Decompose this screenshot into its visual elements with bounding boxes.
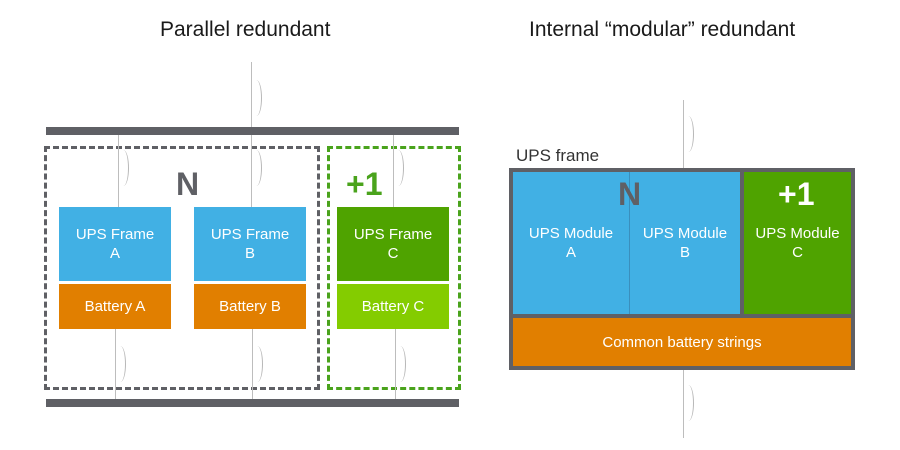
modular-n-label: N xyxy=(618,176,642,212)
n-group-boundary xyxy=(44,146,320,390)
ups-module-c-id: C xyxy=(792,244,803,261)
unit-b-output-breaker-icon xyxy=(252,346,263,382)
n-label: N xyxy=(176,166,200,202)
parallel-redundant-title: Parallel redundant xyxy=(160,18,331,41)
output-bus xyxy=(46,399,459,407)
ups-module-a-id: A xyxy=(565,244,576,261)
ups-module-b-id: B xyxy=(679,244,690,261)
modular-redundant-title: Internal “modular” redundant xyxy=(529,18,796,41)
unit-b-input-breaker-icon xyxy=(251,150,262,186)
ups-module-a-label: UPS Module xyxy=(528,225,614,242)
plus-one-label: +1 xyxy=(346,166,383,202)
common-battery-strings: Common battery strings xyxy=(513,318,851,366)
unit-a-output-breaker-icon xyxy=(115,346,126,382)
battery-c: Battery C xyxy=(337,284,449,329)
input-bus xyxy=(46,127,459,135)
battery-b: Battery B xyxy=(194,284,306,329)
ups-frame-a-label: UPS Frame xyxy=(75,226,155,243)
ups-module-c-label: UPS Module xyxy=(755,225,840,242)
n-modules-area xyxy=(513,172,740,314)
plus-one-group-boundary xyxy=(327,146,461,390)
ups-module-b-label: UPS Module xyxy=(642,225,728,242)
module-divider xyxy=(629,172,630,314)
plus-one-module-area xyxy=(744,172,851,314)
battery-a: Battery A xyxy=(59,284,171,329)
modular-plus-one-label: +1 xyxy=(778,176,815,212)
unit-c-output-breaker-icon xyxy=(395,346,406,382)
unit-a-input-breaker-icon xyxy=(118,150,129,186)
ups-frame-a-id: A xyxy=(109,245,120,262)
input-breaker-icon xyxy=(251,80,262,116)
modular-input-breaker-icon xyxy=(683,116,694,152)
ups-frame-b-id: B xyxy=(244,245,255,262)
modular-output-breaker-icon xyxy=(683,385,694,421)
ups-frame-label: UPS frame xyxy=(516,146,600,165)
ups-frame-b-label: UPS Frame xyxy=(210,226,290,243)
unit-c-input-breaker-icon xyxy=(393,150,404,186)
ups-frame-c-id: C xyxy=(387,245,399,262)
ups-frame-c-label: UPS Frame xyxy=(353,226,433,243)
